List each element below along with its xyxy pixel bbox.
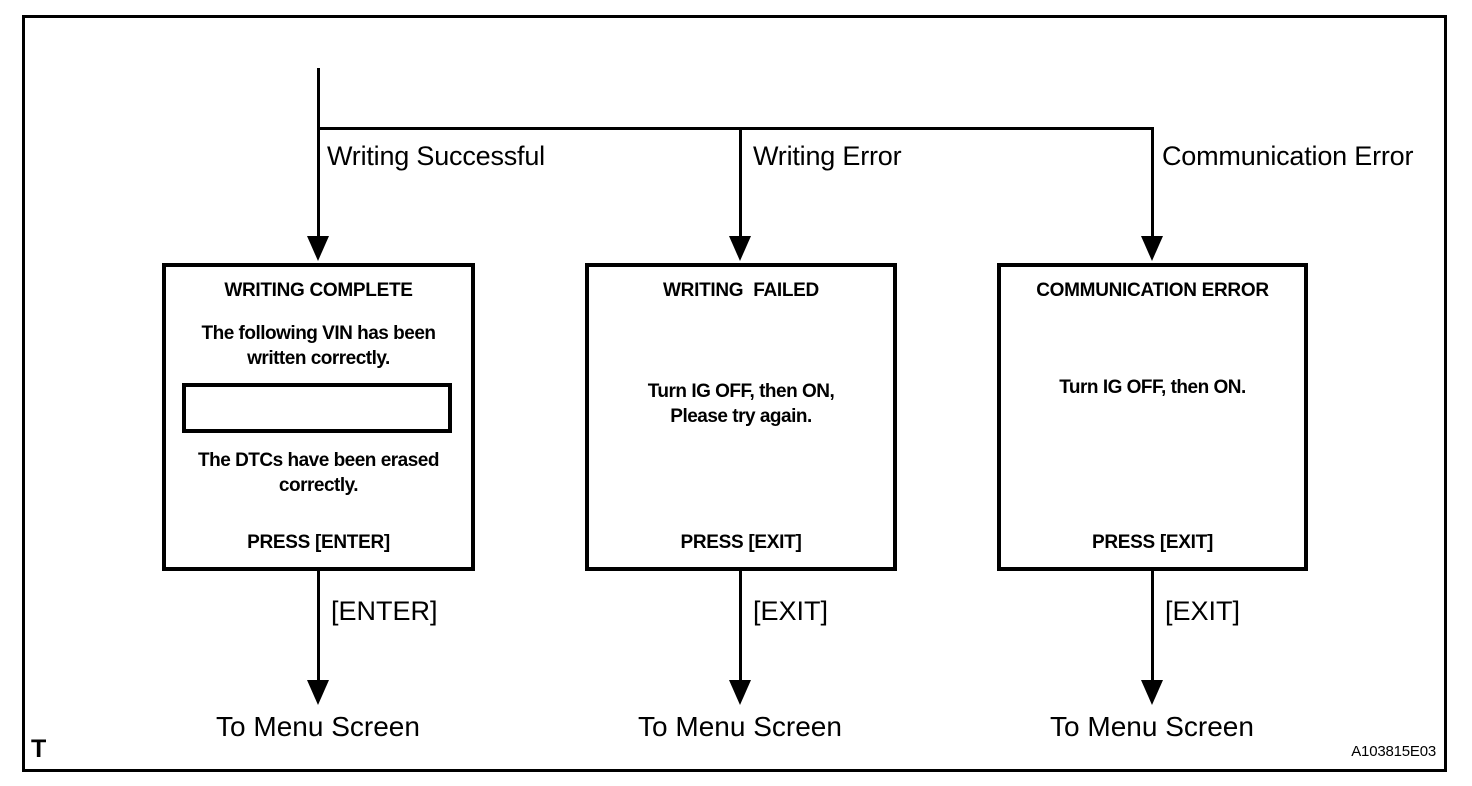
target-label-menu-screen: To Menu Screen — [638, 711, 842, 742]
screen-message-dtcs-erased: The DTCs have been erased correctly. — [198, 450, 439, 496]
screen-title: WRITING COMPLETE — [224, 280, 413, 301]
arrow-down-icon — [1141, 680, 1163, 705]
arrow-down-icon — [729, 680, 751, 705]
branch-label-communication-error: Communication Error — [1162, 141, 1414, 171]
connector-exit-line — [739, 571, 742, 681]
diagram-border — [22, 15, 1447, 772]
branch-label-writing-successful: Writing Successful — [327, 141, 545, 171]
screen-box-writing-failed: WRITING FAILED Turn IG OFF, then ON, Ple… — [585, 263, 897, 571]
screen-message-try-again: Turn IG OFF, then ON, Please try again. — [647, 381, 835, 427]
target-label-menu-screen: To Menu Screen — [216, 711, 420, 742]
branch-label-writing-error: Writing Error — [753, 141, 902, 171]
connector-stem-line — [317, 68, 320, 130]
press-instruction: PRESS [EXIT] — [1092, 532, 1213, 553]
vin-field — [182, 383, 452, 433]
key-label-enter: [ENTER] — [331, 596, 438, 626]
screen-box-communication-error: COMMUNICATION ERROR Turn IG OFF, then ON… — [997, 263, 1308, 571]
key-label-exit: [EXIT] — [1165, 596, 1241, 626]
screen-title: WRITING FAILED — [663, 280, 819, 301]
press-instruction: PRESS [ENTER] — [247, 532, 390, 553]
connector-branch-rail — [317, 127, 1154, 130]
key-label-exit: [EXIT] — [753, 596, 829, 626]
arrow-down-icon — [307, 236, 329, 261]
screen-message-ig-off-on: Turn IG OFF, then ON. — [1059, 377, 1246, 398]
connector-exit-line — [317, 571, 320, 681]
connector-drop-line — [739, 127, 742, 237]
connector-drop-line — [1151, 127, 1154, 237]
press-instruction: PRESS [EXIT] — [680, 532, 802, 553]
arrow-down-icon — [307, 680, 329, 705]
figure-id: A103815E03 — [1351, 743, 1436, 760]
arrow-down-icon — [729, 236, 751, 261]
screen-box-writing-complete: WRITING COMPLETE The following VIN has b… — [162, 263, 475, 571]
arrow-down-icon — [1141, 236, 1163, 261]
connector-exit-line — [1151, 571, 1154, 681]
connector-drop-line — [317, 127, 320, 237]
screen-title: COMMUNICATION ERROR — [1036, 280, 1269, 301]
corner-mark: T — [31, 735, 47, 763]
screen-message-vin-written: The following VIN has been written corre… — [201, 323, 436, 369]
target-label-menu-screen: To Menu Screen — [1050, 711, 1254, 742]
